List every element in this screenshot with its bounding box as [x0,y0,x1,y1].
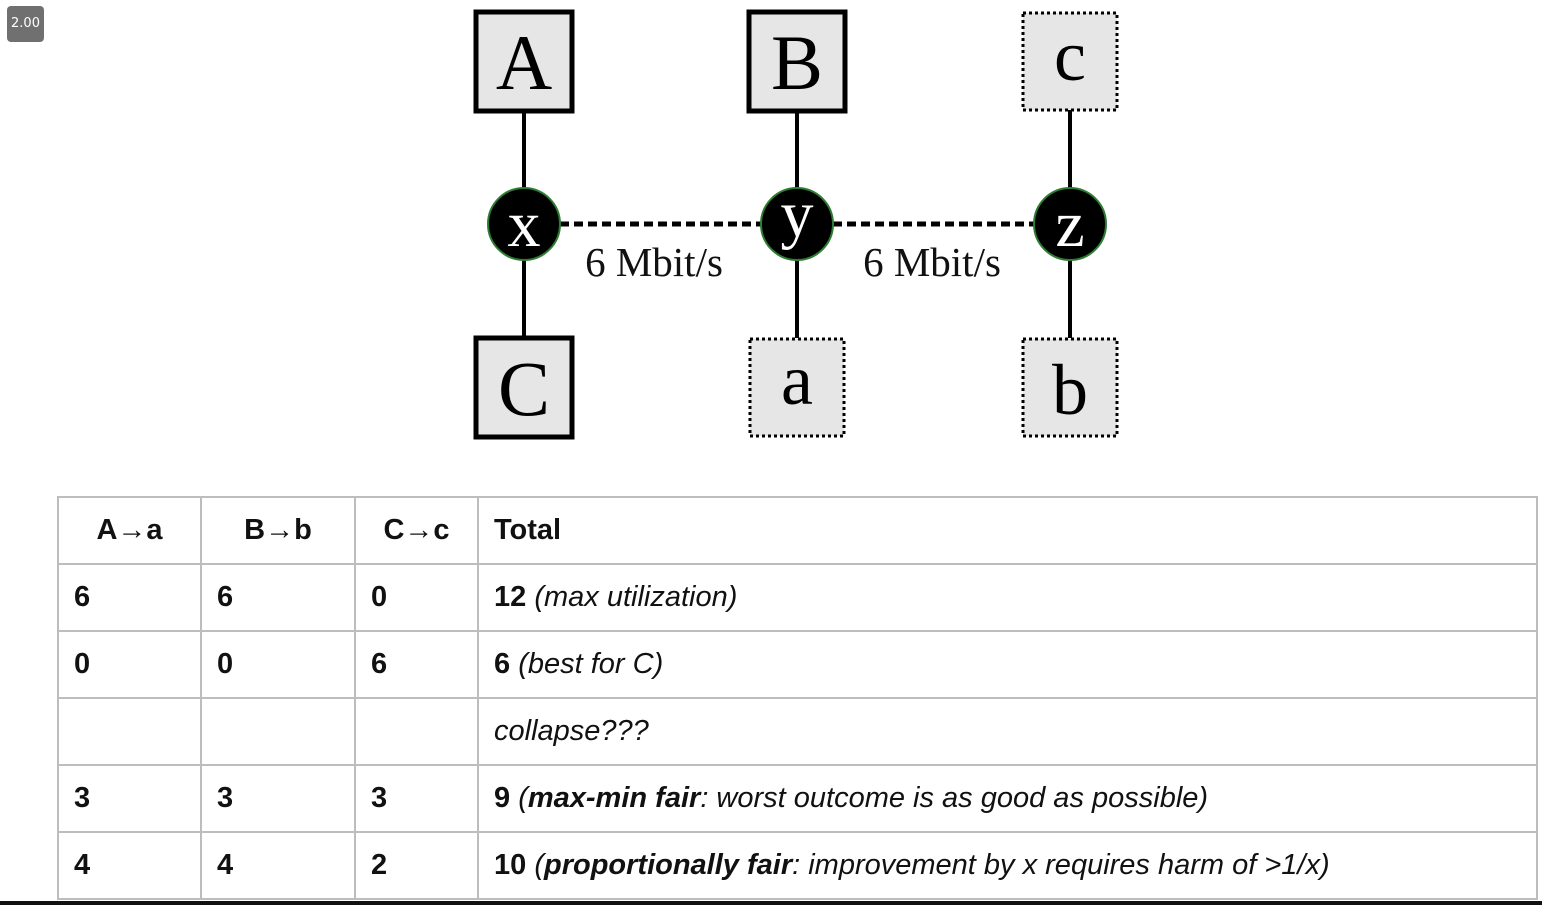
table-row: 3 3 3 9 (max-min fair: worst outcome is … [57,764,1538,833]
link-label-xy: 6 Mbit/s [585,239,723,285]
allocation-table: A→a B→b C→c Total 6 6 0 12 (max utilizat… [57,496,1538,900]
cell-C-c: 6 [354,630,479,699]
table-header-row: A→a B→b C→c Total [57,496,1538,565]
cell-C-c: 2 [354,831,479,900]
cell-total: 6 (best for C) [477,630,1538,699]
total-note: best for C [527,648,654,680]
svg-text:a: a [781,340,813,420]
host-C: C [473,335,575,440]
cell-A-a: 0 [57,630,202,699]
cell-B-b: 4 [200,831,356,900]
table-row: collapse??? [57,697,1538,766]
cell-total: 9 (max-min fair: worst outcome is as goo… [477,764,1538,833]
svg-text:C: C [498,345,550,432]
host-a: a [748,337,846,438]
cell-total: collapse??? [477,697,1538,766]
link-label-yz: 6 Mbit/s [863,239,1001,285]
cell-total: 10 (proportionally fair: improvement by … [477,831,1538,900]
router-y: y [760,178,834,261]
total-value: 10 [494,849,527,881]
table-row: 4 4 2 10 (proportionally fair: improveme… [57,831,1538,900]
host-B: B [746,9,848,114]
cell-C-c: 3 [354,764,479,833]
cell-A-a: 6 [57,563,202,632]
header-flow-A-a: A→a [57,496,202,565]
total-value: 9 [494,782,511,814]
host-A: A [473,9,575,114]
header-flow-C-c: C→c [354,496,479,565]
svg-text:b: b [1052,350,1088,430]
total-value: 6 [494,648,511,680]
table-row: 6 6 0 12 (max utilization) [57,563,1538,632]
cell-B-b: 3 [200,764,356,833]
cell-total: 12 (max utilization) [477,563,1538,632]
cell-C-c [354,697,479,766]
cell-B-b: 0 [200,630,356,699]
header-total: Total [477,496,1538,565]
table-row: 0 0 6 6 (best for C) [57,630,1538,699]
svg-text:y: y [781,178,814,251]
cell-A-a: 3 [57,764,202,833]
host-c: c [1021,11,1119,112]
total-note: : improvement by x requires harm of >1/x [792,849,1320,881]
host-b: b [1021,337,1119,438]
total-note: : worst outcome is as good as possible [700,782,1199,814]
header-flow-B-b: B→b [200,496,356,565]
cell-C-c: 0 [354,563,479,632]
total-note: max utilization [543,581,728,613]
cell-A-a: 4 [57,831,202,900]
total-value: 12 [494,581,527,613]
router-z: z [1033,187,1107,261]
cell-B-b [200,697,356,766]
zoom-badge: 2.00 [7,6,44,42]
svg-text:x: x [508,188,541,261]
network-diagram: A B c x y z 6 Mbit/s 6 Mbit/s C a b [473,9,1119,440]
cell-B-b: 6 [200,563,356,632]
router-x: x [487,187,561,261]
svg-text:A: A [496,19,552,106]
bottom-divider [0,901,1542,905]
cell-A-a [57,697,202,766]
svg-text:c: c [1054,16,1086,96]
svg-text:z: z [1055,188,1084,261]
total-note: collapse??? [494,715,649,747]
svg-text:B: B [771,19,823,106]
